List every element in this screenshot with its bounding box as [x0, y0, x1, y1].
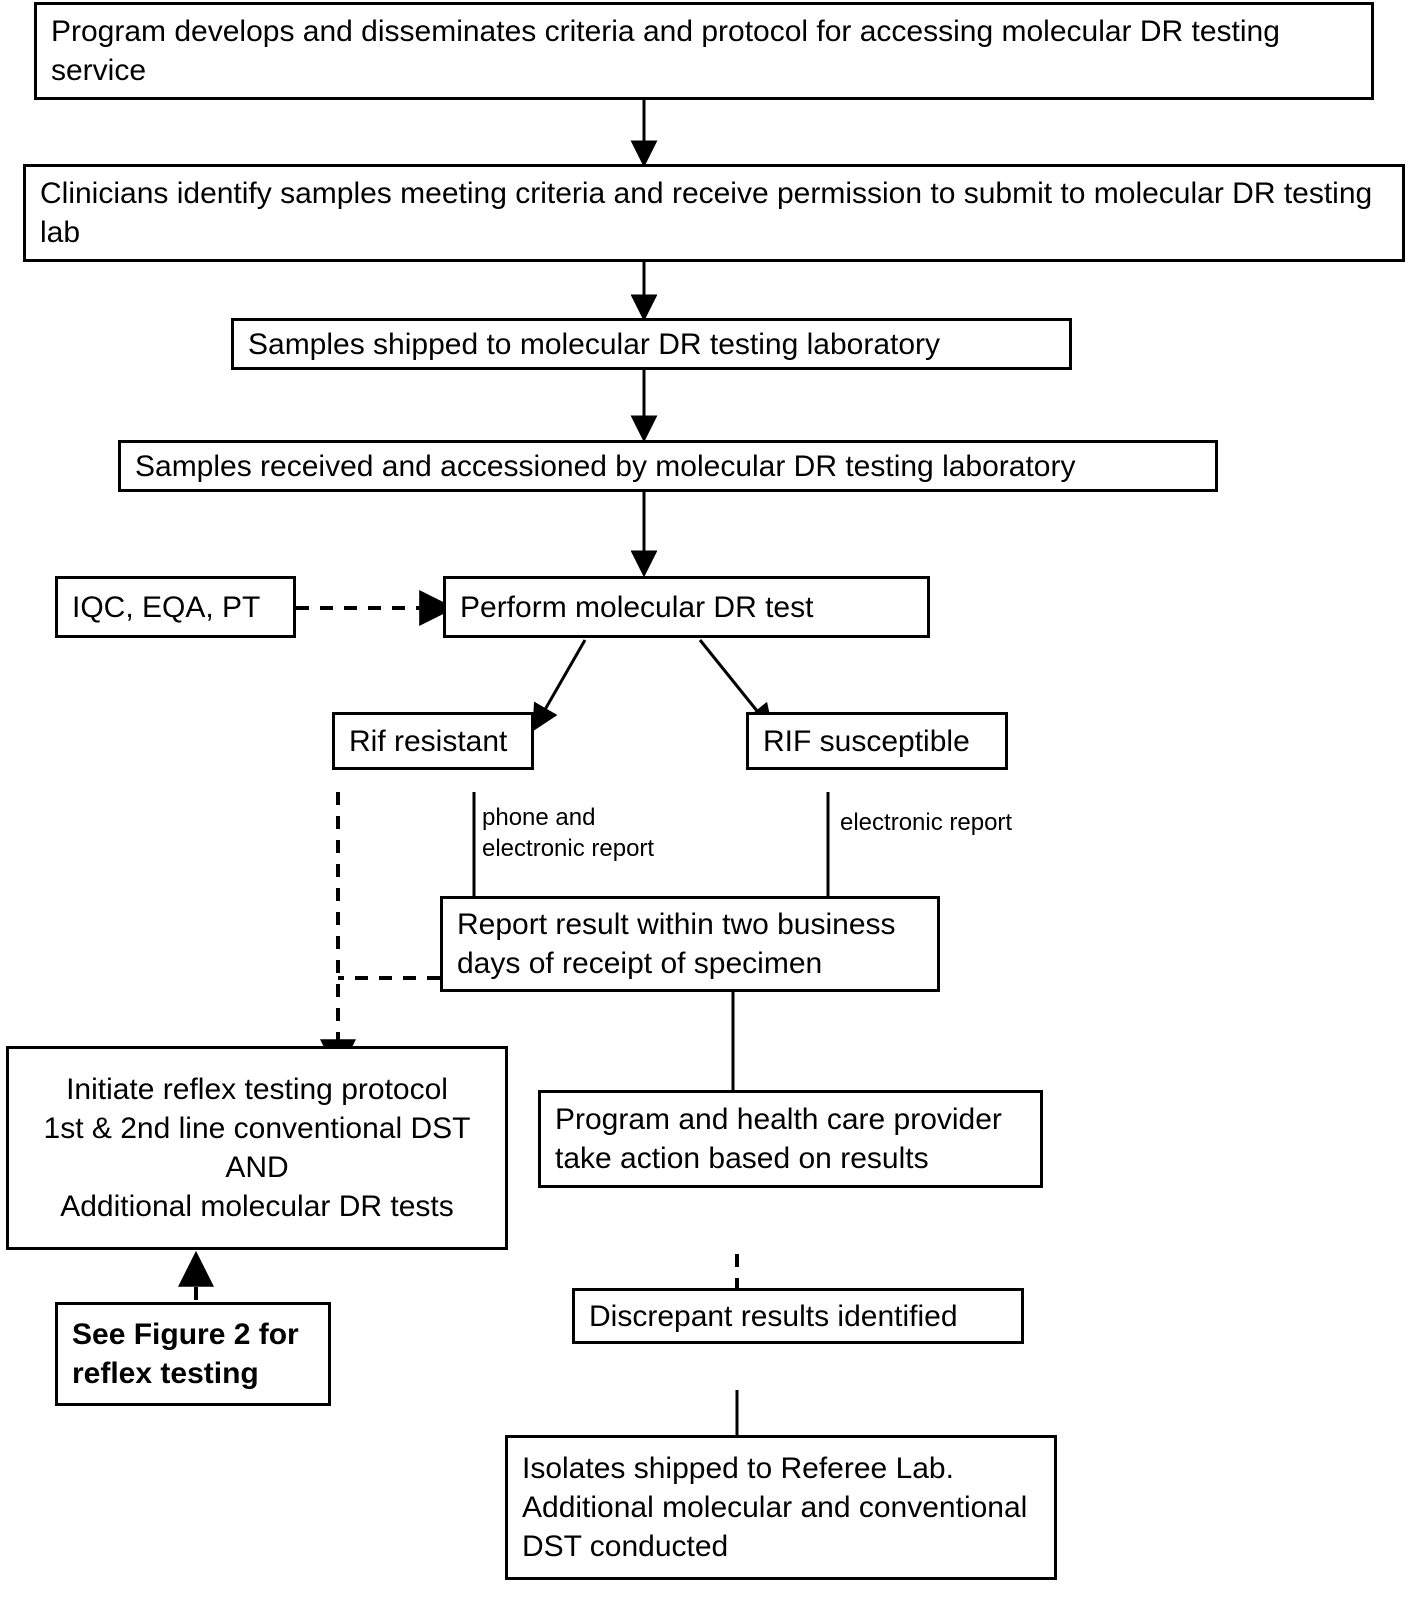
node-reflex-protocol-label: Initiate reflex testing protocol 1st & 2… [43, 1073, 471, 1223]
connector-perform-to-rif-resistant [532, 639, 587, 732]
node-clinicians-identify[interactable]: Clinicians identify samples meeting crit… [23, 164, 1405, 262]
node-reflex-protocol[interactable]: Initiate reflex testing protocol 1st & 2… [6, 1046, 508, 1250]
edge-label-phone-and-electronic-report: phone and electronic report [482, 804, 655, 862]
node-isolates-shipped[interactable]: Isolates shipped to Referee Lab. Additio… [505, 1435, 1057, 1580]
node-see-figure-2-label: See Figure 2 for reflex testing [72, 1318, 299, 1390]
node-samples-received[interactable]: Samples received and accessioned by mole… [118, 440, 1218, 492]
node-report-result-label: Report result within two business days o… [457, 908, 896, 980]
node-qc-inputs[interactable]: IQC, EQA, PT [55, 576, 296, 638]
node-program-criteria[interactable]: Program develops and disseminates criter… [34, 2, 1374, 100]
node-rif-resistant[interactable]: Rif resistant [332, 712, 534, 770]
node-program-action[interactable]: Program and health care provider take ac… [538, 1090, 1043, 1188]
node-samples-received-label: Samples received and accessioned by mole… [135, 449, 1076, 483]
node-perform-test-label: Perform molecular DR test [460, 590, 814, 624]
node-perform-test[interactable]: Perform molecular DR test [443, 576, 930, 638]
node-samples-shipped[interactable]: Samples shipped to molecular DR testing … [231, 318, 1072, 370]
node-discrepant-results-label: Discrepant results identified [589, 1299, 958, 1333]
node-program-criteria-label: Program develops and disseminates criter… [51, 15, 1280, 87]
edge-label-electronic-report: electronic report [840, 809, 1013, 836]
node-isolates-shipped-label: Isolates shipped to Referee Lab. Additio… [522, 1452, 1028, 1563]
node-samples-shipped-label: Samples shipped to molecular DR testing … [248, 327, 941, 361]
node-see-figure-2[interactable]: See Figure 2 for reflex testing [55, 1302, 331, 1406]
node-clinicians-identify-label: Clinicians identify samples meeting crit… [40, 177, 1373, 249]
node-rif-resistant-label: Rif resistant [349, 724, 508, 758]
node-rif-susceptible-label: RIF susceptible [763, 724, 970, 758]
node-qc-inputs-label: IQC, EQA, PT [72, 590, 261, 624]
node-rif-susceptible[interactable]: RIF susceptible [746, 712, 1008, 770]
node-program-action-label: Program and health care provider take ac… [555, 1103, 1002, 1175]
node-discrepant-results[interactable]: Discrepant results identified [572, 1288, 1024, 1344]
node-report-result[interactable]: Report result within two business days o… [440, 896, 940, 992]
